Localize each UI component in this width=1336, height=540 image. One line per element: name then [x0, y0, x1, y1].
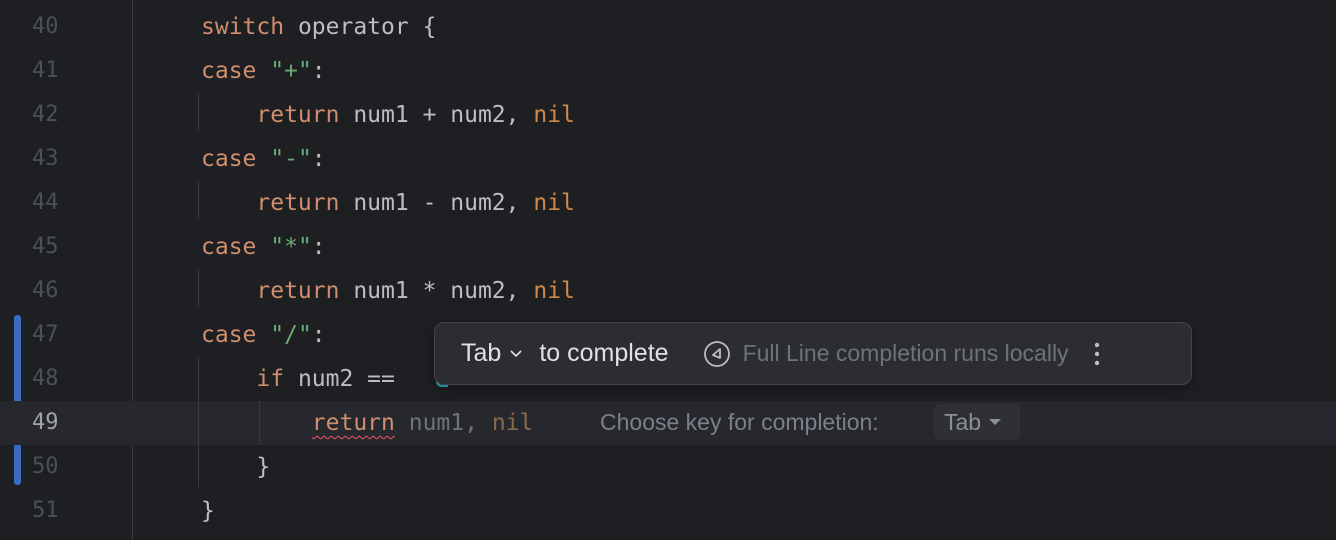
code-line[interactable]: 46 return num1 * num2, nil — [0, 269, 1336, 313]
code-token: : — [311, 322, 326, 348]
line-number[interactable]: 50 — [32, 454, 59, 479]
code-line[interactable]: 45 case "*": — [0, 225, 1336, 269]
code-line[interactable]: 41 case "+": — [0, 49, 1336, 93]
code-token — [201, 410, 312, 436]
code-text[interactable]: } — [201, 489, 215, 533]
line-number[interactable]: 48 — [32, 366, 59, 391]
code-text[interactable]: } — [201, 445, 270, 489]
code-token: return — [256, 278, 340, 304]
vcs-change-marker[interactable] — [14, 315, 21, 485]
code-text[interactable]: return num1 + num2, nil — [201, 93, 575, 137]
code-token: num2 == — [284, 366, 409, 392]
line-number[interactable]: 40 — [32, 14, 59, 39]
code-text[interactable]: case "*": — [201, 225, 326, 269]
code-line[interactable]: 43 case "-": — [0, 137, 1336, 181]
code-token: "+" — [270, 58, 312, 84]
code-token: case — [201, 146, 257, 172]
code-token: return — [311, 410, 395, 436]
more-vertical-icon[interactable] — [1089, 339, 1105, 369]
completion-popup: Tab to complete Full Line completion run… — [434, 322, 1192, 385]
code-text[interactable]: switch operator { — [201, 5, 436, 49]
code-token: } — [201, 498, 215, 524]
completion-action-label: to complete — [539, 339, 669, 367]
code-token: nil — [533, 190, 575, 216]
line-number[interactable]: 43 — [32, 146, 59, 171]
code-line[interactable]: 47 case "/": — [0, 313, 1336, 357]
code-line[interactable]: 48 if num2 == — [0, 357, 1336, 401]
code-token — [201, 190, 256, 216]
indent-guide — [198, 357, 199, 487]
dropdown-caret-icon — [989, 419, 1002, 425]
code-token: } — [201, 454, 271, 480]
code-token — [256, 146, 270, 172]
code-text[interactable]: case "-": — [201, 137, 326, 181]
code-token: "/" — [270, 322, 312, 348]
code-token: case — [201, 234, 257, 260]
code-token: nil — [491, 410, 534, 436]
local-completion-text: Full Line completion runs locally — [742, 340, 1069, 366]
code-line[interactable]: 51} — [0, 489, 1336, 533]
code-text[interactable]: case "+": — [201, 49, 326, 93]
code-text[interactable]: return num1 - num2, nil — [201, 181, 575, 225]
code-token: nil — [533, 278, 575, 304]
code-token: nil — [533, 102, 575, 128]
code-line[interactable]: 49 return num1, nil — [0, 401, 1336, 445]
code-token — [256, 322, 270, 348]
indent-guide — [198, 93, 199, 131]
line-number[interactable]: 49 — [32, 410, 59, 435]
line-number[interactable]: 46 — [32, 278, 59, 303]
code-token: return — [256, 102, 340, 128]
code-token: "*" — [270, 234, 312, 260]
code-token: case — [201, 322, 257, 348]
code-token: num1 - num2, — [339, 190, 534, 216]
code-token — [201, 102, 256, 128]
indent-guide — [198, 181, 199, 219]
code-token: num1, — [394, 410, 492, 436]
completion-key-select[interactable]: Tab — [934, 404, 1020, 440]
code-token: : — [311, 146, 326, 172]
code-token: case — [201, 58, 257, 84]
line-number[interactable]: 45 — [32, 234, 59, 259]
code-text[interactable]: case "/": — [201, 313, 326, 357]
code-line[interactable]: 40 switch operator { — [0, 5, 1336, 49]
code-token: : — [311, 234, 326, 260]
line-number[interactable]: 51 — [32, 498, 59, 523]
code-token: : — [311, 58, 326, 84]
indent-guide — [259, 401, 260, 445]
chevron-down-icon[interactable] — [509, 347, 523, 361]
code-line[interactable]: 44 return num1 - num2, nil — [0, 181, 1336, 225]
code-text[interactable]: return num1, nil — [201, 401, 534, 445]
code-token — [201, 278, 256, 304]
code-line[interactable]: 50 } — [0, 445, 1336, 489]
code-line[interactable]: 42 return num1 + num2, nil — [0, 93, 1336, 137]
choose-key-hint: Choose key for completion: — [600, 409, 879, 435]
code-text[interactable]: if num2 == — [201, 357, 409, 401]
line-number[interactable]: 41 — [32, 58, 59, 83]
code-token: switch — [201, 14, 285, 40]
code-token: "-" — [270, 146, 312, 172]
line-number[interactable]: 47 — [32, 322, 59, 347]
code-token — [256, 58, 270, 84]
indent-guide — [198, 269, 199, 307]
code-token — [201, 366, 256, 392]
line-number[interactable]: 42 — [32, 102, 59, 127]
code-token: return — [256, 190, 340, 216]
code-token: num1 * num2, — [339, 278, 534, 304]
code-token: num1 + num2, — [339, 102, 534, 128]
code-token — [256, 234, 270, 260]
completion-key-label[interactable]: Tab — [461, 339, 502, 367]
completion-key-value: Tab — [944, 408, 982, 435]
gutter-divider — [132, 0, 133, 540]
code-text[interactable]: return num1 * num2, nil — [201, 269, 575, 313]
code-token: operator { — [284, 14, 437, 40]
local-model-icon — [703, 340, 731, 368]
code-token: if — [256, 366, 285, 392]
line-number[interactable]: 44 — [32, 190, 59, 215]
